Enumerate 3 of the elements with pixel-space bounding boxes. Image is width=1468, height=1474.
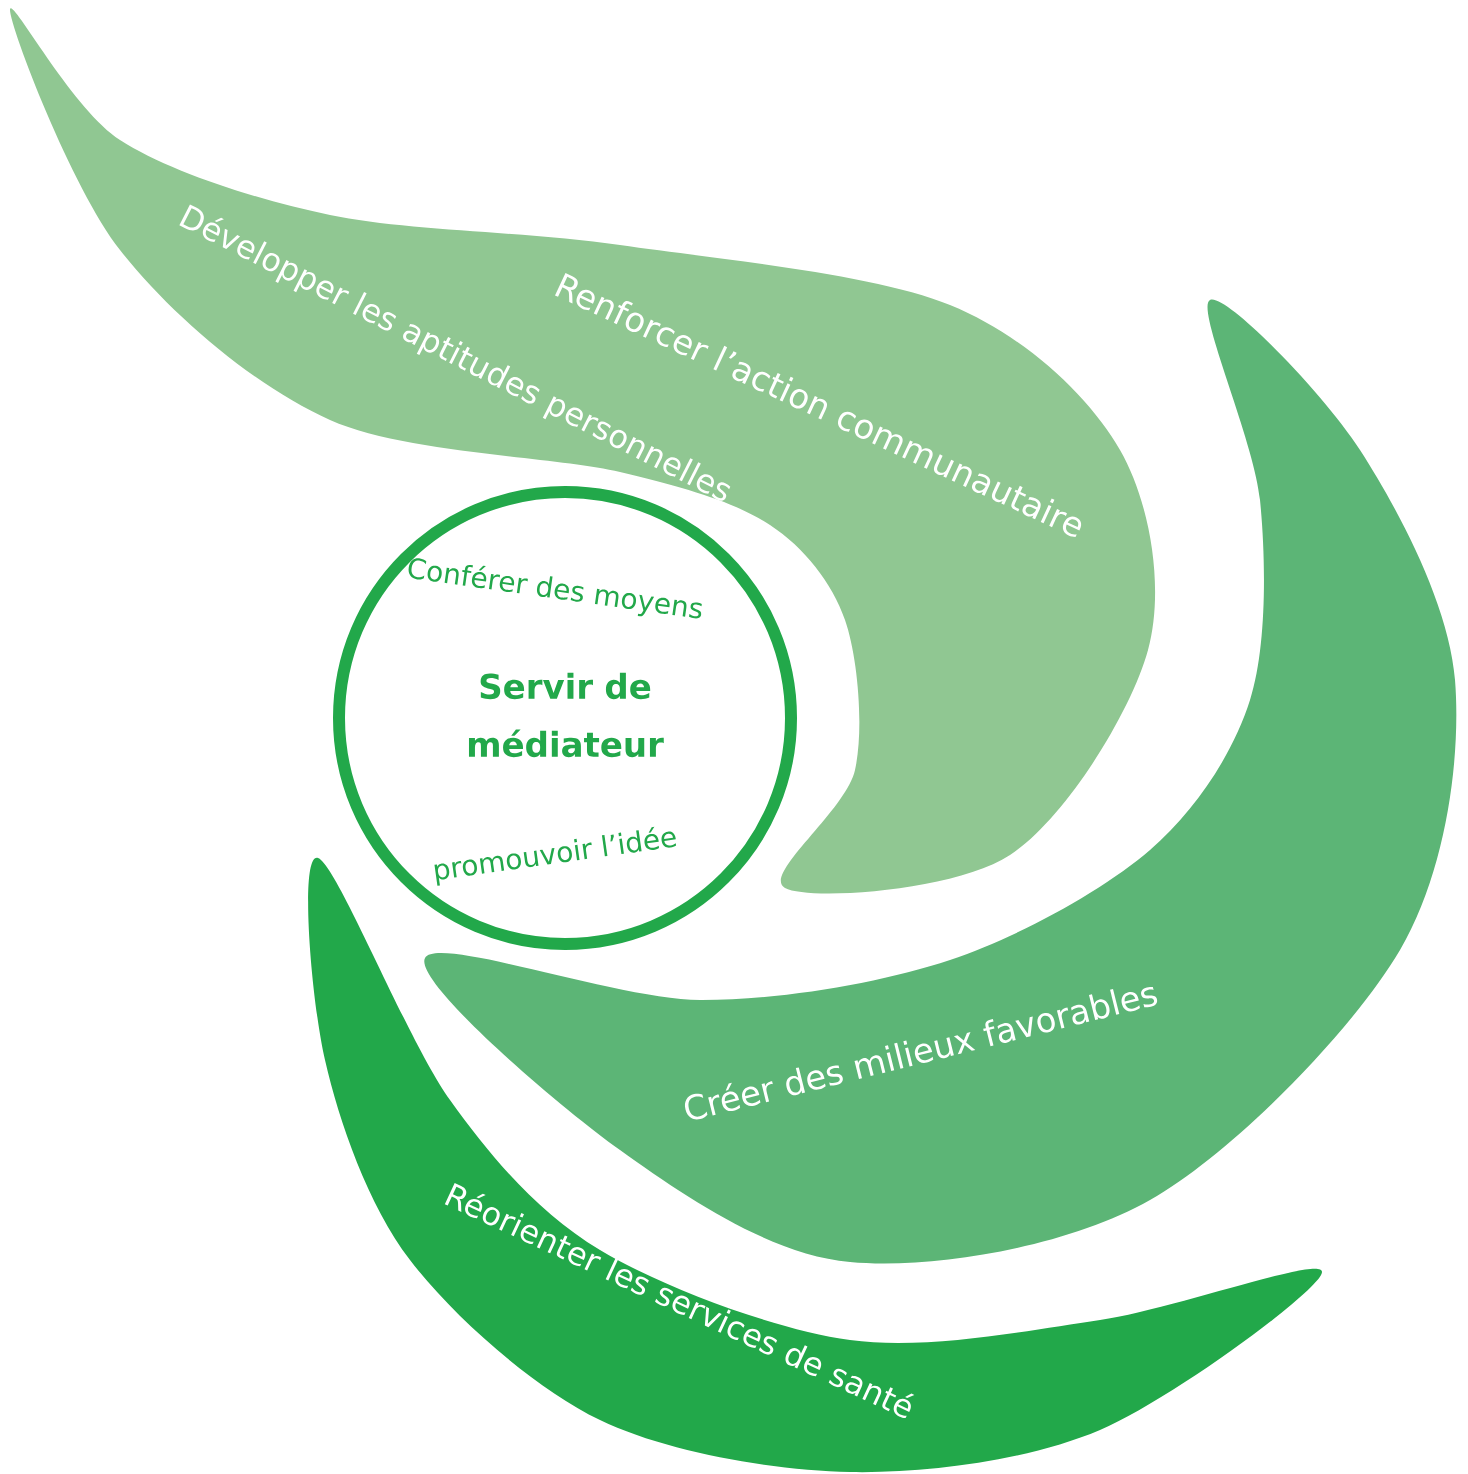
circle-label: promouvoir l’idée — [434, 826, 677, 886]
circle-label: Conférer des moyens — [408, 558, 702, 619]
center-title: Servir de médiateur — [468, 672, 664, 758]
